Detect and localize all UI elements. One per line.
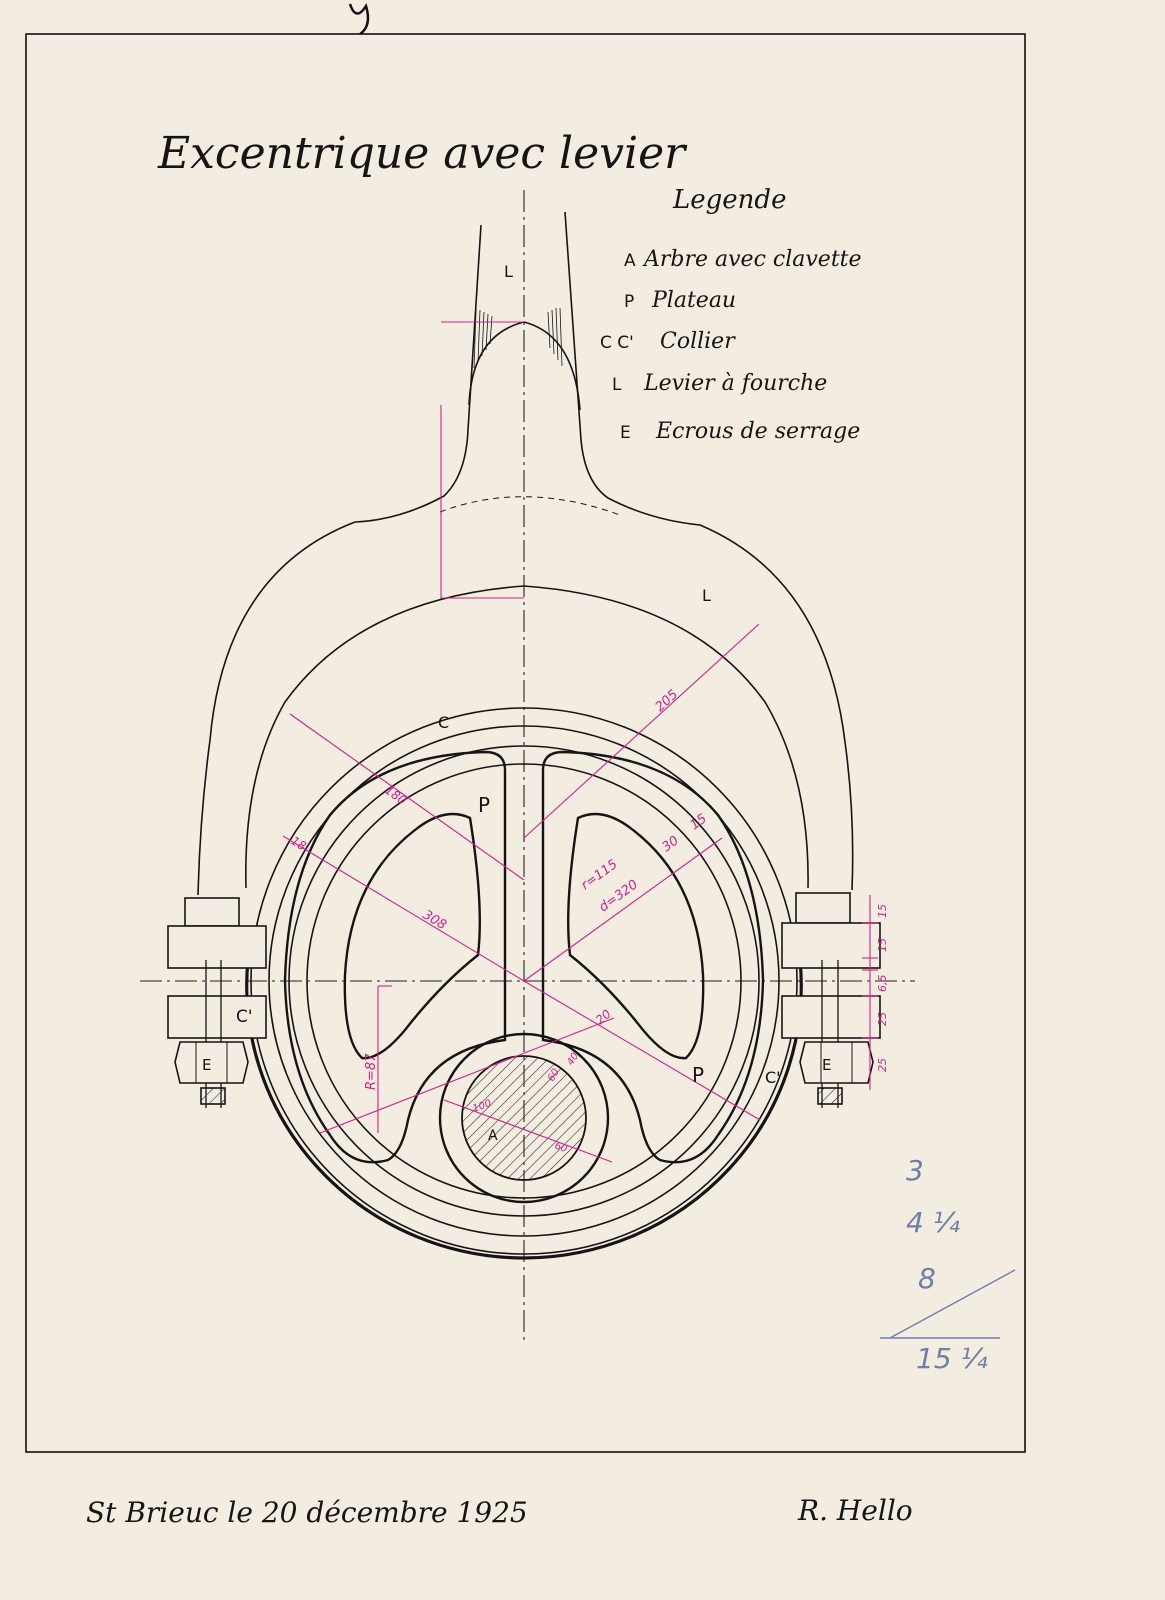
dim-60b: 60 [553,1140,569,1155]
label-shaft: A [488,1128,498,1144]
dim-308: 308 [420,908,449,934]
drawing-title: Excentrique avec levier [157,128,688,179]
pencil-note-2: 8 [918,1262,936,1295]
lever [197,211,854,896]
legend-text-a: Arbre avec clavette [642,247,862,272]
dim-r115: r=115 [579,857,621,893]
legend-key-p: P [624,292,634,312]
legend-text-c: Collier [660,329,736,354]
dim-18: 18 [288,834,309,854]
side-dim-1: 15 [876,938,889,952]
dim-180: 180 [382,783,409,808]
dimension-lines [282,321,878,1163]
legend-text-e: Ecrous de serrage [655,419,860,444]
legend-key-c: C C' [600,333,634,353]
pencil-note: 3 4 ¼ 8 15 ¼ [906,1154,988,1375]
legend-heading: Legende [672,185,786,215]
side-dim-3: 25 [876,1012,889,1026]
label-plate-upper: P [478,793,490,817]
right-flange [781,892,881,1108]
side-dim-4: 25 [876,1058,889,1072]
side-dim-2: 6,5 [876,975,889,993]
label-lever-top: L [504,262,513,281]
top-edge-scribble [348,2,370,36]
legend: A Arbre avec clavette P Plateau C C' Col… [600,247,862,444]
place-date: St Brieuc le 20 décembre 1925 [86,1496,528,1529]
dim-d320: d=320 [597,877,641,915]
legend-key-a: A [624,251,636,271]
left-flange [167,897,267,1108]
legend-text-p: Plateau [651,288,736,313]
legend-text-l: Levier à fourche [643,371,827,396]
dim-r87: R=87 [364,1053,379,1090]
dim-30: 30 [660,833,682,855]
plate [283,750,765,1164]
collar [245,707,803,1260]
label-plate-lower: P [692,1063,704,1087]
dim-205: 205 [653,687,681,715]
label-nut-left: E [202,1056,211,1074]
label-nut-right: E [822,1056,831,1074]
side-dim-0: 15 [876,904,889,918]
drawing-frame [25,33,1026,1453]
pencil-note-1: 4 ¼ [906,1206,960,1239]
legend-key-l: L [612,375,622,395]
legend-key-e: E [620,423,631,443]
label-collar-lower-right: C' [765,1068,781,1087]
pencil-note-0: 3 [906,1154,924,1187]
label-collar: C [438,713,449,732]
dim-20: 20 [593,1007,614,1028]
pencil-note-lines [880,1269,1016,1339]
signature: R. Hello [797,1494,913,1527]
label-collar-lower: C' [236,1007,253,1027]
pencil-note-3: 15 ¼ [916,1342,988,1375]
shaft [438,1032,610,1204]
label-lever-arm: L [702,586,711,605]
part-labels: L L C C' C' P P A E E [202,262,831,1144]
